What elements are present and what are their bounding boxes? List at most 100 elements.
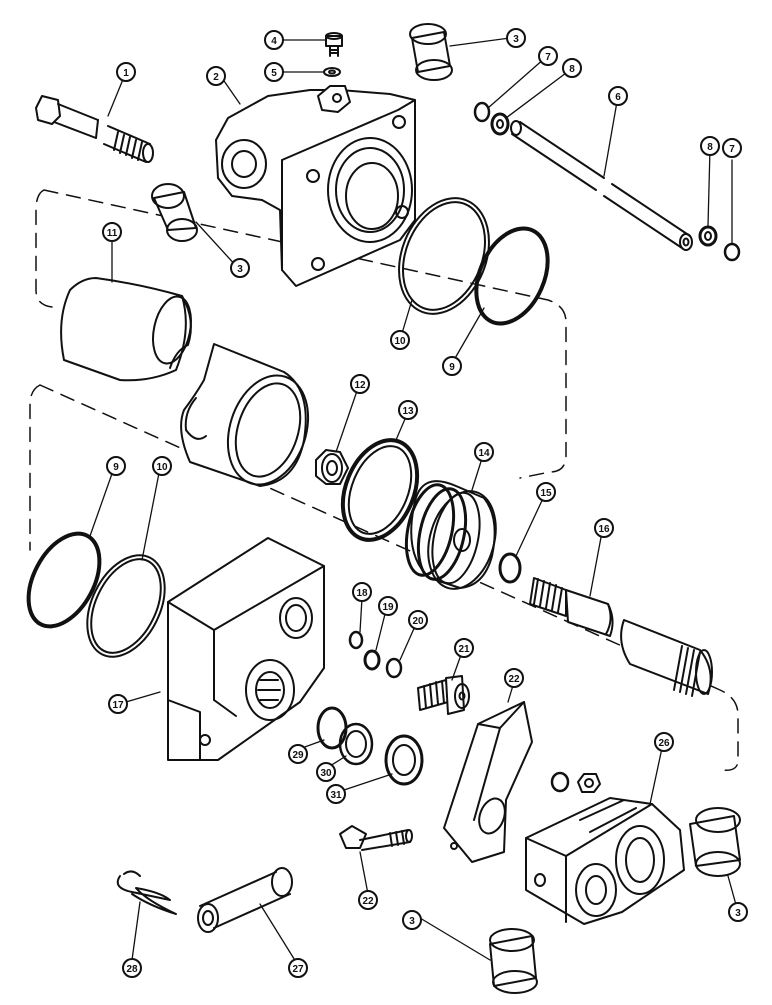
callout-27-label: 27	[292, 964, 304, 975]
lock-washer-part-5	[323, 67, 341, 77]
callout-17: 17	[108, 694, 128, 714]
callout-19: 19	[378, 596, 398, 616]
callout-30: 30	[316, 762, 336, 782]
nut-part-near-22	[550, 771, 601, 793]
callout-7-lower-label: 7	[729, 144, 735, 155]
bushing-part-3-bottom	[489, 928, 538, 994]
callout-2: 2	[206, 66, 226, 86]
callout-20-label: 20	[412, 616, 424, 627]
mounting-bracket-part-2	[215, 85, 416, 287]
valve-body-part-17	[167, 537, 325, 761]
hair-pin-clip-part-28	[116, 870, 177, 915]
callout-9-upper-label: 9	[449, 362, 455, 373]
callout-30-label: 30	[320, 768, 332, 779]
nut-part-12	[315, 449, 349, 485]
callout-13-label: 13	[402, 406, 414, 417]
callout-8-upper: 8	[562, 58, 582, 78]
pin-part-6	[510, 120, 693, 251]
callout-29: 29	[288, 744, 308, 764]
callout-2-label: 2	[213, 72, 219, 83]
callout-18-label: 18	[356, 588, 368, 599]
snap-ring-part-29	[316, 706, 348, 750]
callout-3-bottom-label: 3	[409, 916, 415, 927]
washer-part-8-upper	[490, 112, 510, 136]
callout-1: 1	[116, 62, 136, 82]
callout-15-label: 15	[540, 488, 552, 499]
callout-27: 27	[288, 958, 308, 978]
callout-8-lower-label: 8	[707, 142, 713, 153]
callout-4: 4	[264, 30, 284, 50]
callout-9-lower-label: 9	[113, 462, 119, 473]
callout-22-bracket: 22	[504, 668, 524, 688]
callout-12-label: 12	[354, 380, 366, 391]
callout-3-lower-right: 3	[728, 902, 748, 922]
callout-7-lower: 7	[722, 138, 742, 158]
clamp-bracket-part-22	[443, 701, 533, 863]
callout-15: 15	[536, 482, 556, 502]
callout-10-upper: 10	[390, 330, 410, 350]
callout-11: 11	[102, 222, 122, 242]
callout-5: 5	[264, 62, 284, 82]
upper-dashed-group-outline	[35, 189, 567, 479]
callout-3-top-label: 3	[513, 34, 519, 45]
leader-lines	[89, 37, 739, 963]
callout-28-label: 28	[126, 964, 138, 975]
ring-part-20	[385, 657, 403, 679]
callout-10-lower: 10	[152, 456, 172, 476]
bushing-part-3-lower-right	[689, 807, 741, 877]
callout-12: 12	[350, 374, 370, 394]
seal-part-31	[384, 734, 424, 786]
callout-6: 6	[608, 86, 628, 106]
callout-28: 28	[122, 958, 142, 978]
callout-16-label: 16	[598, 524, 610, 535]
callout-20: 20	[408, 610, 428, 630]
callout-10-lower-label: 10	[156, 462, 168, 473]
callout-14-label: 14	[478, 448, 490, 459]
callout-21: 21	[454, 638, 474, 658]
callout-26: 26	[654, 732, 674, 752]
callout-3-bottom: 3	[402, 910, 422, 930]
callout-7-upper: 7	[538, 46, 558, 66]
o-ring-part-15	[498, 552, 522, 584]
o-ring-part-9-upper	[474, 226, 550, 326]
bushing-part-3-left	[151, 183, 198, 242]
callout-16: 16	[594, 518, 614, 538]
callout-19-label: 19	[382, 602, 394, 613]
callout-31-label: 31	[330, 790, 342, 801]
clevis-part-26	[525, 797, 685, 925]
lower-dashed-group-outline	[29, 384, 739, 772]
callout-22-bracket-label: 22	[508, 674, 520, 685]
snap-ring-part-7-upper	[473, 101, 491, 123]
bolt-part-22	[339, 825, 413, 851]
piston-rod-part-16	[529, 577, 713, 697]
callout-8-lower: 8	[700, 136, 720, 156]
callout-9-lower: 9	[106, 456, 126, 476]
bolt-part-1	[35, 95, 154, 163]
callout-4-label: 4	[271, 36, 277, 47]
callout-18: 18	[352, 582, 372, 602]
seal-ring-part-13	[340, 438, 420, 542]
callout-10-upper-label: 10	[394, 336, 406, 347]
callout-3-left-label: 3	[237, 264, 243, 275]
washer-part-8-lower	[698, 225, 718, 247]
callout-22-bolt-label: 22	[362, 896, 374, 907]
snap-ring-part-7-lower	[723, 242, 741, 262]
callout-5-label: 5	[271, 68, 277, 79]
washer-part-19	[363, 649, 381, 671]
callout-26-label: 26	[658, 738, 670, 749]
callout-3-lower-right-label: 3	[735, 908, 741, 919]
backup-ring-part-10-lower	[86, 554, 166, 658]
callout-31: 31	[326, 784, 346, 804]
ring-part-18	[348, 630, 364, 650]
callout-1-label: 1	[123, 68, 129, 79]
callout-29-label: 29	[292, 750, 304, 761]
piston-part-14	[404, 480, 497, 590]
check-valve-part-21	[417, 675, 470, 715]
callout-3-top: 3	[506, 28, 526, 48]
o-ring-part-9-lower	[26, 531, 102, 629]
pin-part-27	[197, 867, 293, 933]
callout-6-label: 6	[615, 92, 621, 103]
callout-13: 13	[398, 400, 418, 420]
screw-part-4	[325, 32, 343, 57]
